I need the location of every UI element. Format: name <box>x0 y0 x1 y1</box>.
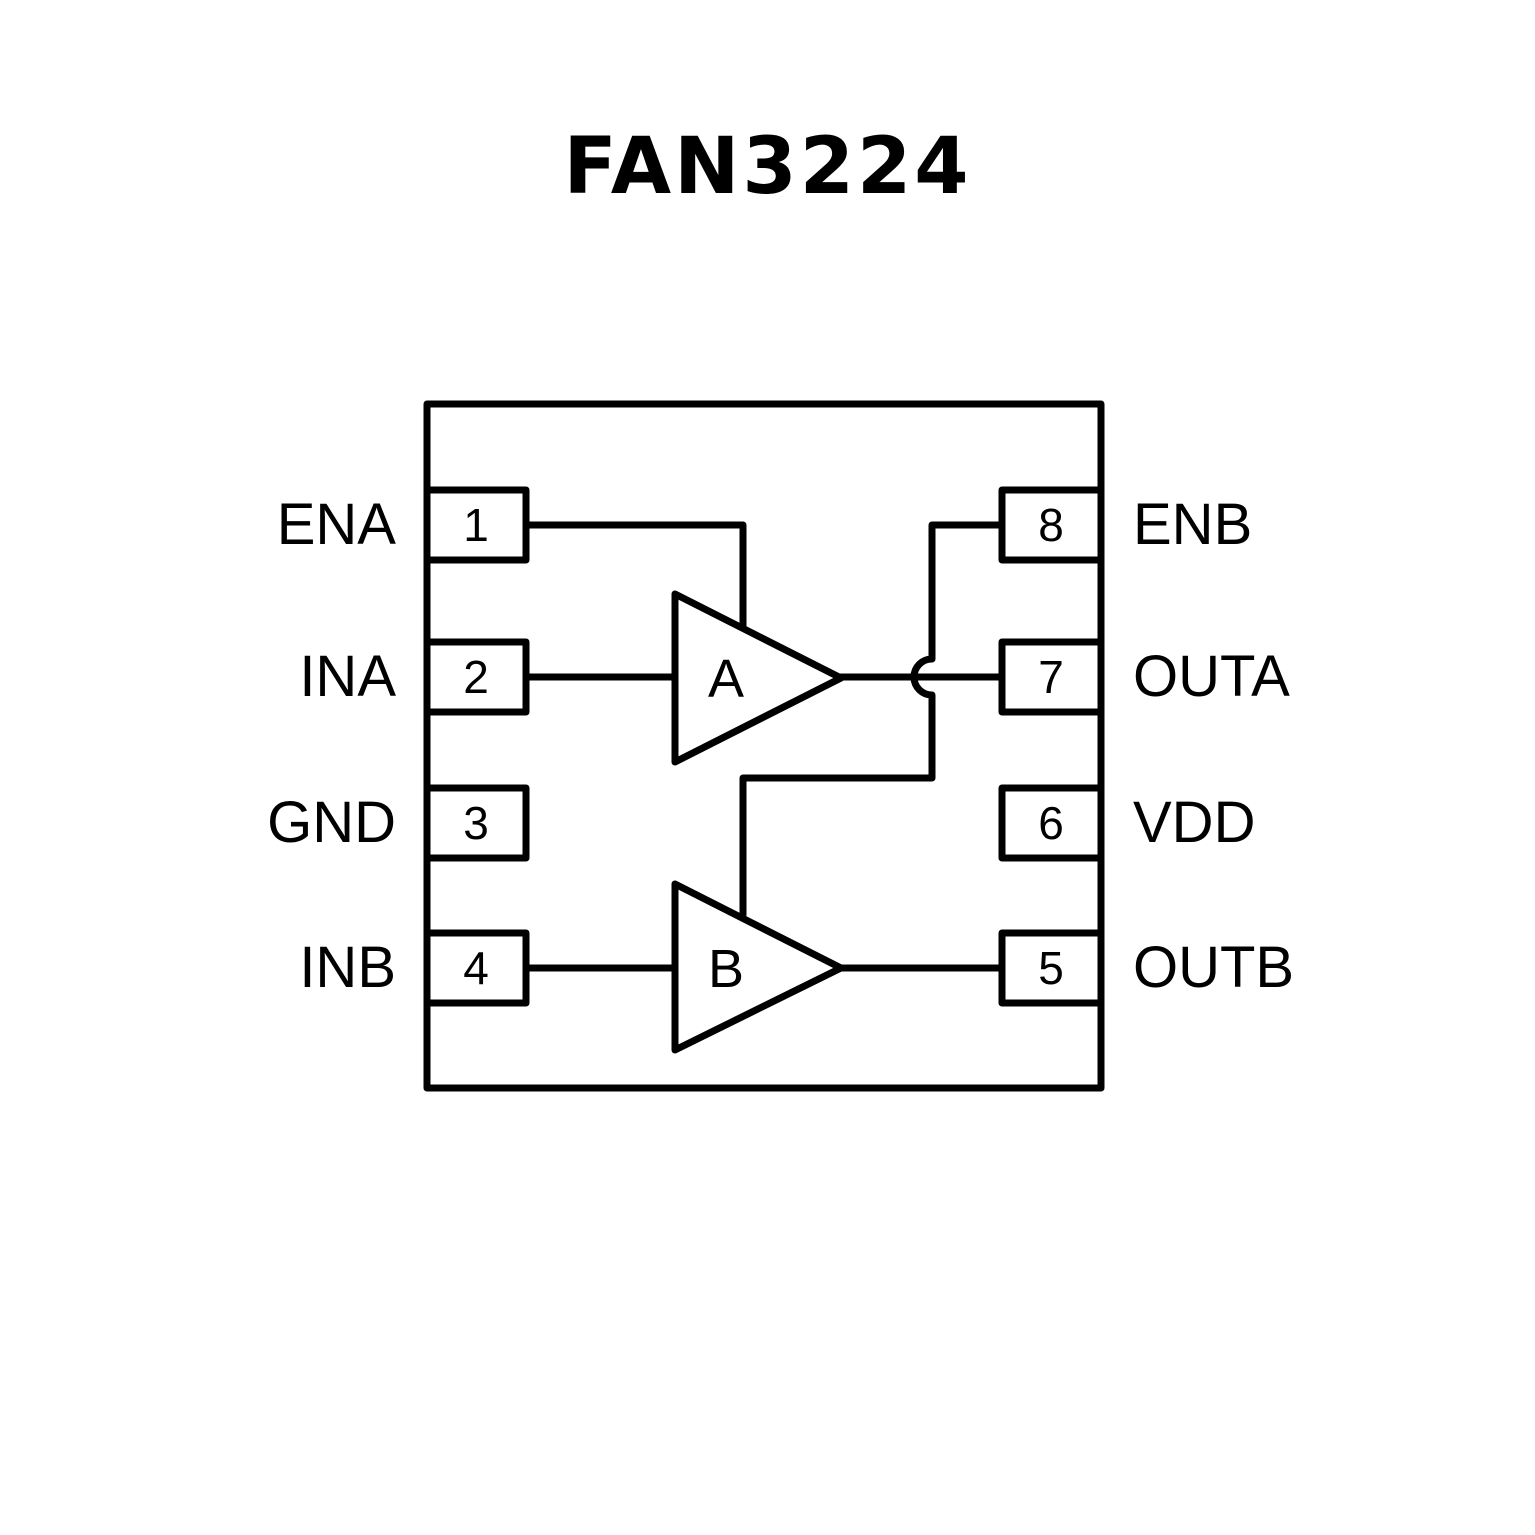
pin-number-7: 7 <box>1038 651 1064 703</box>
pin-number-1: 1 <box>463 499 489 551</box>
pin-label-2: INA <box>299 644 396 709</box>
pin-number-2: 2 <box>463 651 489 703</box>
pin-box-3 <box>423 784 530 862</box>
pin-number-3: 3 <box>463 797 489 849</box>
driver-b-label: B <box>708 939 744 999</box>
pin-label-6: VDD <box>1133 790 1255 855</box>
wire-ena <box>522 521 747 631</box>
pin-label-4: INB <box>299 935 396 1000</box>
package-outline <box>423 400 1105 1092</box>
driver-a-label: A <box>708 649 744 709</box>
pin-label-7: OUTA <box>1133 644 1290 709</box>
pin-number-4: 4 <box>463 942 489 994</box>
pin-label-1: ENA <box>277 492 397 557</box>
pin-box-6 <box>998 784 1105 862</box>
driver-a-triangle <box>671 590 845 766</box>
pin-label-3: GND <box>267 790 396 855</box>
chip-title: FAN3224 <box>563 122 972 212</box>
wire-enb-with-crossover <box>739 521 1006 919</box>
pin-label-8: ENB <box>1133 492 1252 557</box>
driver-b-triangle <box>671 880 845 1054</box>
pin-label-5: OUTB <box>1133 935 1294 1000</box>
pin-number-6: 6 <box>1038 797 1064 849</box>
pin-number-5: 5 <box>1038 942 1064 994</box>
pin-number-8: 8 <box>1038 499 1064 551</box>
